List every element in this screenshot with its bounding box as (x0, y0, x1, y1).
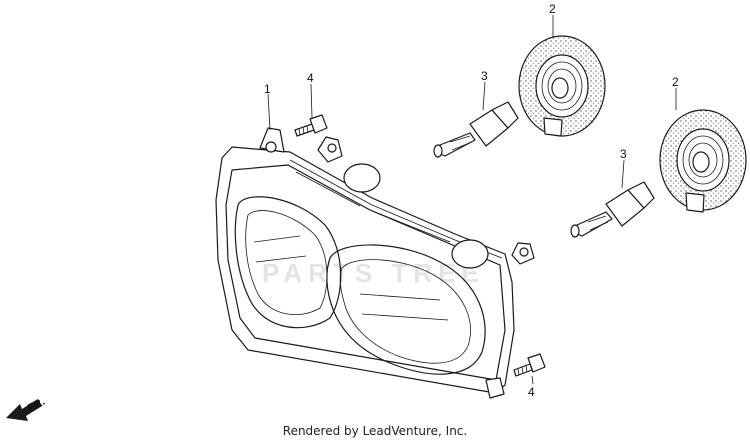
bulb-upper (433, 101, 519, 158)
footer-credit: Rendered by LeadVenture, Inc. (282, 424, 468, 438)
screw-upper (294, 114, 328, 137)
front-direction-arrow: FR. (6, 396, 47, 421)
callout-4-upper: 4 (307, 71, 314, 85)
callout-2-lower: 2 (672, 75, 679, 89)
callout-2-upper: 2 (549, 2, 556, 16)
callout-4-lower: 4 (528, 385, 535, 399)
dust-cover-upper (518, 35, 606, 137)
callout-1: 1 (264, 82, 271, 96)
leader-lines (267, 15, 677, 385)
dust-cover-lower (659, 109, 747, 213)
watermark-text: PARTS TREE (262, 258, 485, 288)
bulb-lower (570, 181, 655, 238)
callout-3-lower: 3 (620, 147, 627, 161)
screw-lower (513, 353, 546, 377)
callout-3-upper: 3 (481, 69, 488, 83)
headlight-assembly (215, 127, 535, 399)
direction-label: FR. (26, 396, 47, 415)
